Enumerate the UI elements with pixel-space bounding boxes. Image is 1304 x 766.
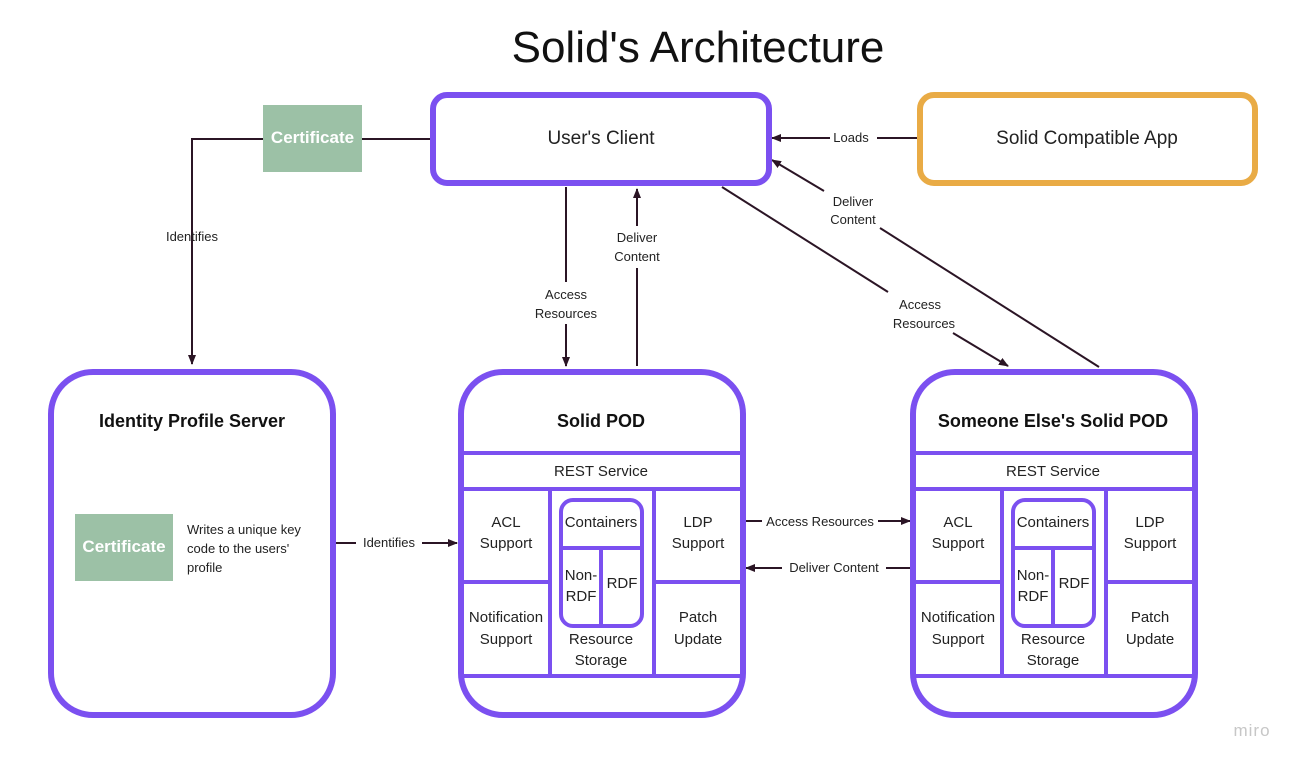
other-pod-rest: REST Service — [1006, 463, 1100, 480]
solid-pod-title: Solid POD — [557, 411, 645, 431]
cert-note-line-2: code to the users' — [187, 541, 289, 556]
edge-label-access-other-2: Resources — [893, 316, 956, 331]
other-pod-containers: Containers — [1017, 514, 1090, 531]
other-pod-storage-2: Storage — [1027, 652, 1080, 669]
solid-pod-rest: REST Service — [554, 463, 648, 480]
edge-label-loads: Loads — [833, 130, 869, 145]
edges — [188, 134, 1100, 572]
other-pod-patch-1: Patch — [1131, 609, 1169, 626]
solid-pod-notification-2: Support — [480, 631, 533, 648]
other-pod-box — [910, 369, 1198, 718]
solid-app-label: Solid Compatible App — [996, 128, 1178, 149]
miro-logo: miro — [1233, 721, 1270, 740]
other-pod-ldp-1: LDP — [1135, 514, 1164, 531]
other-pod-notification-1: Notification — [921, 609, 995, 626]
edge-label-access-other-1: Access — [899, 297, 941, 312]
edge-label-deliver-other-1: Deliver — [833, 194, 874, 209]
edge-label-access-pod-1: Access — [545, 287, 587, 302]
solid-pod-patch-2: Update — [674, 631, 722, 648]
edge-label-deliver-pod-1: Deliver — [617, 230, 658, 245]
solid-pod-notification-1: Notification — [469, 609, 543, 626]
solid-pod-non-rdf-2: RDF — [566, 588, 597, 605]
diagram-title: Solid's Architecture — [512, 23, 885, 72]
edge-label-deliver-between: Deliver Content — [789, 560, 879, 575]
solid-pod-ldp-2: Support — [672, 535, 725, 552]
solid-app-box — [917, 92, 1258, 186]
users-client-label: User's Client — [547, 128, 655, 149]
solid-pod-non-rdf-1: Non- — [565, 567, 598, 584]
cert-note-line-1: Writes a unique key — [187, 522, 301, 537]
solid-pod-node: Solid POD REST Service ACL Support Conta… — [458, 369, 746, 718]
users-client-node: User's Client — [430, 92, 772, 186]
solid-pod-containers: Containers — [565, 514, 638, 531]
solid-pod-rdf: RDF — [607, 575, 638, 592]
identity-server-box — [48, 369, 336, 718]
solid-pod-patch-1: Patch — [679, 609, 717, 626]
edge-label-deliver-pod-2: Content — [614, 249, 660, 264]
edge-label-identifies-identity: Identifies — [166, 229, 219, 244]
certificate-top: Certificate — [263, 105, 362, 172]
solid-pod-acl-1: ACL — [491, 514, 520, 531]
edge-label-access-between: Access Resources — [766, 514, 874, 529]
other-pod-acl-1: ACL — [943, 514, 972, 531]
solid-pod-grid — [461, 451, 743, 678]
other-pod-non-rdf-1: Non- — [1017, 567, 1050, 584]
other-pod-rdf: RDF — [1059, 575, 1090, 592]
other-pod-non-rdf-2: RDF — [1018, 588, 1049, 605]
other-pod-storage-1: Resource — [1021, 631, 1085, 648]
other-pod-ldp-2: Support — [1124, 535, 1177, 552]
certificate-inner-label: Certificate — [82, 537, 165, 556]
cert-note-line-3: profile — [187, 560, 222, 575]
certificate-top-label: Certificate — [271, 128, 354, 147]
edge-label-identifies-pod: Identifies — [363, 535, 416, 550]
other-pod-node: Someone Else's Solid POD REST Service AC… — [910, 369, 1198, 718]
certificate-top-box — [263, 105, 362, 172]
edge-access-other-b — [952, 332, 1009, 367]
edge-deliver-other-b — [771, 159, 825, 192]
edge-label-deliver-other-2: Content — [830, 212, 876, 227]
other-pod-patch-2: Update — [1126, 631, 1174, 648]
users-client-box — [430, 92, 772, 186]
identity-server-node: Identity Profile Server Certificate Writ… — [48, 369, 336, 718]
edge-identifies-identity — [188, 138, 263, 365]
solid-pod-ldp-1: LDP — [683, 514, 712, 531]
other-pod-notification-2: Support — [932, 631, 985, 648]
certificate-inner-box — [75, 514, 173, 581]
solid-app-node: Solid Compatible App — [917, 92, 1258, 186]
other-pod-acl-2: Support — [932, 535, 985, 552]
other-pod-title: Someone Else's Solid POD — [938, 411, 1168, 431]
solid-pod-box — [458, 369, 746, 718]
solid-pod-storage-1: Resource — [569, 631, 633, 648]
edge-access-other-a — [721, 186, 889, 293]
other-pod-grid — [913, 451, 1195, 678]
solid-pod-acl-2: Support — [480, 535, 533, 552]
edge-deliver-other-a — [879, 227, 1100, 368]
solid-pod-storage-2: Storage — [575, 652, 628, 669]
identity-server-title: Identity Profile Server — [99, 411, 285, 431]
edge-label-access-pod-2: Resources — [535, 306, 598, 321]
